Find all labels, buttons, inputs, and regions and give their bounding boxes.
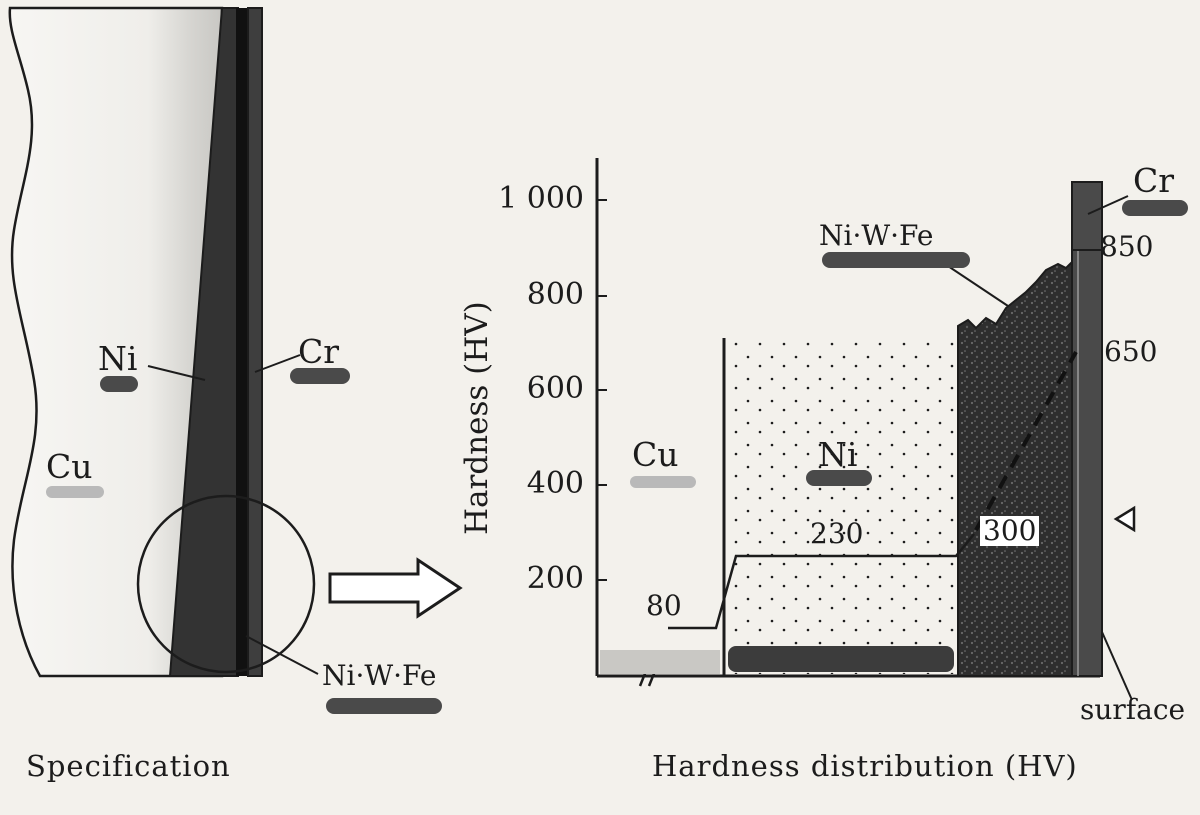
right-ni-highlight	[806, 470, 872, 486]
ytick-label-800: 800	[526, 277, 584, 312]
ni-base-bar	[728, 646, 954, 672]
hardness-drawing	[595, 158, 1136, 700]
cr-surface-bar	[1071, 181, 1103, 677]
cu-base-shade	[600, 650, 720, 674]
surface-leader	[1101, 631, 1133, 700]
left-ni-highlight	[100, 376, 138, 392]
niwfe-region	[957, 259, 1073, 677]
cr-layer	[247, 7, 263, 677]
left-ni-label: Ni	[98, 339, 138, 378]
value-850: 850	[1100, 230, 1154, 263]
value-650: 650	[1104, 335, 1158, 368]
left-niwfe-label: Ni·W·Fe	[322, 659, 437, 692]
right-cr-highlight	[1122, 200, 1188, 216]
cu-substrate	[8, 6, 224, 678]
y-axis-title: Hardness (HV)	[459, 301, 495, 535]
value-80: 80	[646, 589, 682, 622]
cr-leader-right	[1087, 195, 1129, 215]
ytick-label-600: 600	[526, 371, 584, 406]
right-cu-highlight	[630, 476, 696, 488]
value-300: 300	[980, 516, 1040, 546]
hardness-profile	[668, 533, 975, 630]
right-cr-label: Cr	[1133, 161, 1175, 200]
hardness-caption: Hardness distribution (HV)	[652, 749, 1078, 783]
ytick-label-200: 200	[526, 561, 584, 596]
niwfe-rising-dash	[974, 351, 1078, 531]
specification-drawing	[8, 6, 319, 678]
ytick-label-400: 400	[526, 466, 584, 501]
left-niwfe-highlight	[326, 698, 442, 714]
ni-region	[724, 340, 958, 674]
left-cr-label: Cr	[298, 332, 340, 371]
magnifier-circle	[136, 494, 316, 674]
hollow-arrow-icon	[328, 557, 463, 619]
triangle-marker-icon	[1113, 505, 1136, 533]
cr-leader	[254, 354, 301, 373]
left-cr-highlight	[290, 368, 350, 384]
left-cu-label: Cu	[46, 447, 93, 486]
value-230: 230	[810, 517, 864, 550]
specification-caption: Specification	[26, 749, 231, 783]
right-niwfe-highlight	[822, 252, 970, 268]
niwfe-leader	[245, 635, 319, 675]
ni-leader	[147, 365, 206, 381]
surface-label: surface	[1080, 693, 1186, 726]
ytick-label-1000: 1 000	[498, 181, 584, 216]
right-cu-label: Cu	[632, 435, 679, 474]
left-cu-highlight	[46, 486, 104, 498]
right-ni-label: Ni	[818, 435, 858, 474]
niwfe-layer	[236, 8, 248, 676]
right-niwfe-label: Ni·W·Fe	[819, 219, 934, 252]
